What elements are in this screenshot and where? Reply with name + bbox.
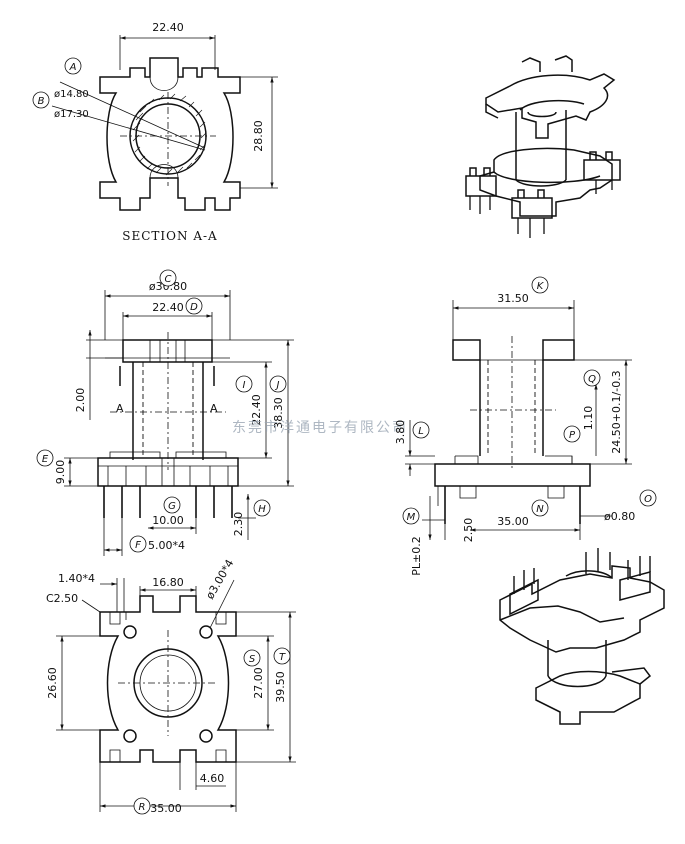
callout-O: O (644, 494, 652, 505)
callout-Q: Q (588, 374, 596, 385)
callout-A: A (69, 62, 77, 73)
section-mark-right: A (210, 402, 218, 415)
iso-view-top (465, 55, 621, 219)
dim-side-width: 31.50 (497, 292, 529, 305)
callout-T: T (279, 652, 286, 663)
callout-M: M (407, 512, 416, 523)
bottom-view (56, 578, 296, 812)
dim-bottom-hole: ø3.00*4 (203, 557, 236, 601)
iso-top-pins (469, 180, 613, 238)
watermark-text: 东莞市洋通电子有限公司 (232, 419, 408, 436)
callout-I: I (243, 380, 246, 391)
callout-B: B (38, 96, 45, 107)
dim-section-height: 28.80 (252, 120, 265, 152)
dim-side-pin-offset: 2.50 (462, 518, 475, 543)
callout-R: R (139, 802, 146, 813)
dim-pin-length: 2.30 (232, 512, 245, 537)
callout-F: F (135, 540, 141, 551)
dim-core-width: 22.40 (152, 301, 184, 314)
section-view (51, 35, 278, 211)
dim-winding-height: 22.40 (250, 394, 263, 426)
front-view (64, 290, 294, 556)
dim-bottom-notch: 1.40*4 (58, 572, 95, 585)
callout-K: K (537, 281, 545, 292)
dim-bottom-inner-width: 16.80 (152, 576, 184, 589)
dim-total-height: 38.30 (272, 397, 285, 429)
section-caption: SECTION A-A (122, 229, 217, 243)
callout-L: L (418, 426, 424, 437)
dim-side-pin-dia: ø0.80 (604, 510, 635, 523)
dim-inner-dia: ø14.80 (54, 89, 89, 100)
dim-base-height: 9.00 (54, 460, 67, 485)
callout-D: D (190, 302, 198, 313)
callout-P: P (569, 430, 576, 441)
dim-bottom-pin-offset: 4.60 (200, 772, 225, 785)
dim-bottom-inner-height: 26.60 (46, 667, 59, 699)
callout-J: J (275, 380, 280, 391)
dim-side-slot: 1.10 (582, 406, 595, 431)
section-mark-left: A (116, 402, 124, 415)
dim-side-pl: PL±0.2 (410, 536, 423, 575)
dim-pin-pitch: 5.00*4 (148, 539, 185, 552)
dim-side-base: 3.80 (394, 420, 407, 445)
dim-outer-dia: ø17.30 (54, 109, 89, 120)
callout-G: G (168, 501, 176, 512)
callout-S: S (249, 654, 256, 665)
callout-N: N (536, 504, 544, 515)
iso-bottom-pins (513, 548, 651, 594)
dim-bottom-total-width: 35.00 (150, 802, 182, 815)
dim-bottom-chamfer: C2.50 (46, 592, 78, 605)
callout-C: C (165, 274, 172, 285)
iso-view-bottom (499, 565, 665, 725)
section-outline (99, 57, 241, 211)
dim-flange-dia: ø30.80 (149, 280, 187, 293)
dim-section-width: 22.40 (152, 21, 184, 34)
dim-pin-row: 10.00 (152, 514, 184, 527)
dim-side-pin-span: 35.00 (497, 515, 529, 528)
dim-bottom-total-height: 39.50 (274, 671, 287, 703)
callout-E: E (42, 454, 49, 465)
dim-flange-thick: 2.00 (74, 388, 87, 413)
side-view (405, 300, 632, 540)
dim-side-height: 24.50+0.1/-0.3 (610, 370, 623, 453)
callout-H: H (258, 504, 266, 515)
dim-bottom-mid-height: 27.00 (252, 667, 265, 699)
